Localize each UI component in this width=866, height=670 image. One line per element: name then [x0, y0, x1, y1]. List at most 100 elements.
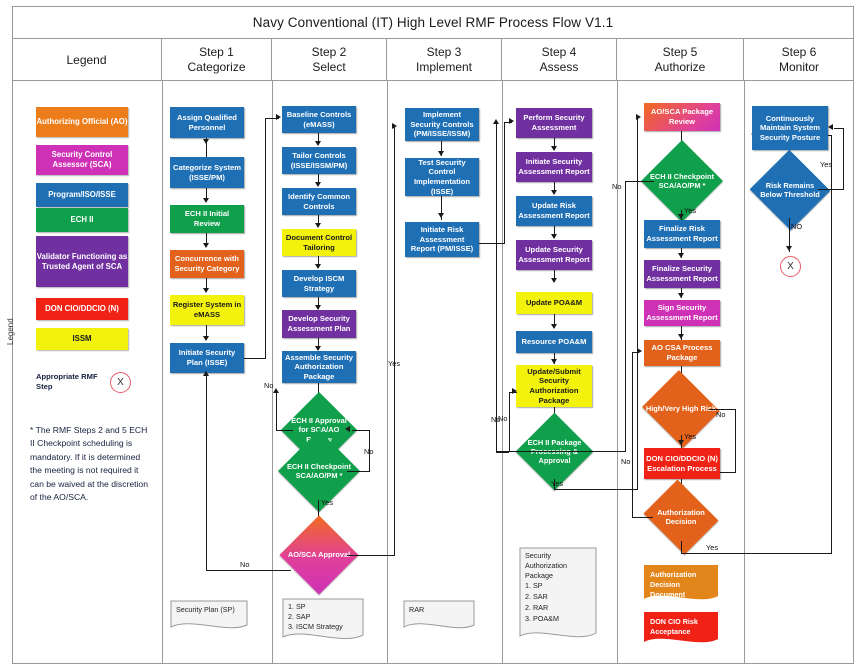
legend-label: DON CIO/DDCIO (N): [45, 304, 119, 313]
step-4-name: Assess: [539, 60, 579, 74]
decision-authorization-decision: Authorization Decision: [643, 479, 719, 555]
column-divider: [387, 81, 388, 664]
connector: [369, 430, 371, 472]
connector: [681, 326, 683, 340]
connector: [681, 541, 683, 554]
column-divider: [502, 81, 503, 664]
connector: [496, 451, 626, 453]
connector: [265, 118, 279, 120]
node-document-control-tailoring: Document Control Tailoring: [282, 229, 356, 256]
edge-label-no: No: [264, 381, 274, 390]
document-don-cio-risk-acceptance: DON CIO Risk Acceptance: [644, 612, 718, 648]
edge-label-no: NO: [791, 222, 803, 231]
arrow-down: [438, 151, 444, 156]
document-title: Security Authorization Package: [525, 551, 567, 580]
step-3-number: Step 3: [426, 45, 462, 59]
edge-label-no: No: [621, 457, 631, 466]
arrow-down: [315, 305, 321, 310]
connector: [318, 133, 320, 145]
decision-ech-ii-checkpoint-sca-ao-pm: ECH II Checkpoint SCA/AO/PM *: [277, 429, 361, 513]
column-divider: [162, 81, 163, 664]
connector: [843, 128, 845, 190]
arrow-right: [637, 348, 642, 354]
step-6-number: Step 6: [781, 45, 817, 59]
arrow-down: [315, 182, 321, 187]
connector: [504, 122, 512, 124]
step-6-name: Monitor: [778, 60, 819, 74]
connector: [504, 122, 506, 244]
diagram-frame: [12, 6, 854, 664]
edge-label-yes: Yes: [551, 479, 564, 488]
edge-label-no: No: [612, 182, 622, 191]
connector: [441, 196, 443, 220]
node-baseline-controls: Baseline Controls (eMASS): [282, 106, 356, 133]
arrow-left: [828, 124, 833, 130]
step-3-name: Implement: [415, 60, 473, 74]
arrow-down: [551, 190, 557, 195]
node-assign-qualified-personnel: Assign Qualified Personnel: [170, 107, 244, 138]
node-update-risk-assessment-report: Update Risk Assessment Report: [516, 196, 592, 226]
arrow-down: [315, 346, 321, 351]
edge-label-yes: Yes: [388, 359, 401, 368]
column-header-step-6: Step 6 Monitor: [744, 39, 854, 81]
connector: [352, 430, 370, 432]
connector: [441, 141, 443, 156]
connector: [554, 138, 556, 150]
connector: [347, 555, 395, 557]
connector: [789, 218, 791, 252]
node-assemble-security-authorization-package: Assemble Security Authorization Package: [282, 351, 356, 383]
connector: [637, 118, 639, 490]
legend-swatch-don-cio-ddcio: DON CIO/DDCIO (N): [36, 298, 128, 320]
node-finalize-risk-assessment-report: Finalize Risk Assessment Report: [644, 220, 720, 248]
decision-risk-remains-below-threshold: Risk Remains Below Threshold: [749, 149, 831, 231]
step-5-number: Step 5: [662, 45, 698, 59]
document-label: Security Plan (SP): [176, 605, 235, 614]
legend-label: Program/ISO/ISSE: [48, 190, 116, 199]
connector: [265, 118, 267, 359]
connector: [479, 243, 505, 245]
connector: [818, 189, 844, 191]
arrow-down: [786, 246, 792, 251]
legend-swatch-validator: Validator Functioning as Trusted Agent o…: [36, 236, 128, 287]
connector: [394, 127, 396, 556]
edge-label-yes: Yes: [684, 206, 697, 215]
edge-label-yes: Yes: [684, 432, 697, 441]
edge-label-no: No: [716, 410, 726, 419]
document-line-2: 2. SAP: [288, 612, 311, 621]
diagram-title-bar: Navy Conventional (IT) High Level RMF Pr…: [12, 6, 854, 39]
arrow-down: [203, 288, 209, 293]
arrow-down: [678, 214, 684, 219]
node-initiate-security-assessment-report: Initiate Security Assessment Report: [516, 152, 592, 182]
connector: [276, 430, 293, 432]
connector: [318, 297, 320, 309]
node-perform-security-assessment: Perform Security Assessment: [516, 108, 592, 138]
arrow-down: [551, 278, 557, 283]
edge-label-no: No: [491, 415, 501, 424]
arrow-up: [203, 371, 209, 376]
arrow-right: [636, 114, 641, 120]
column-divider: [617, 81, 618, 664]
connector: [625, 181, 654, 183]
page-title: Navy Conventional (IT) High Level RMF Pr…: [252, 14, 614, 30]
arrow-down: [678, 293, 684, 298]
node-ech-ii-initial-review: ECH II Initial Review: [170, 205, 244, 233]
column-divider: [272, 81, 273, 664]
legend-swatch-issm: ISSM: [36, 328, 128, 350]
connector: [554, 489, 638, 491]
node-update-submit-security-authorization-package: Update/Submit Security Authorization Pac…: [516, 365, 592, 407]
node-develop-security-assessment-plan: Develop Security Assessment Plan: [282, 310, 356, 338]
legend-label: ECH II: [70, 215, 94, 224]
edge-label-yes: Yes: [820, 160, 833, 169]
legend-swatch-security-control-assessor: Security Control Assessor (SCA): [36, 145, 128, 175]
step-2-name: Select: [312, 60, 346, 74]
node-sign-security-assessment-report: Sign Security Assessment Report: [644, 300, 720, 326]
document-line-2: 2. SAR: [525, 592, 548, 601]
connector: [206, 373, 208, 571]
node-register-system-in-emass: Register System in eMASS: [170, 295, 244, 325]
node-identify-common-controls: Identify Common Controls: [282, 188, 356, 215]
legend-label: Validator Functioning as Trusted Agent o…: [36, 251, 128, 271]
connector: [632, 352, 639, 354]
legend-label: Security Control Assessor (SCA): [51, 150, 113, 169]
arrow-down: [315, 141, 321, 146]
arrow-right: [276, 114, 281, 120]
